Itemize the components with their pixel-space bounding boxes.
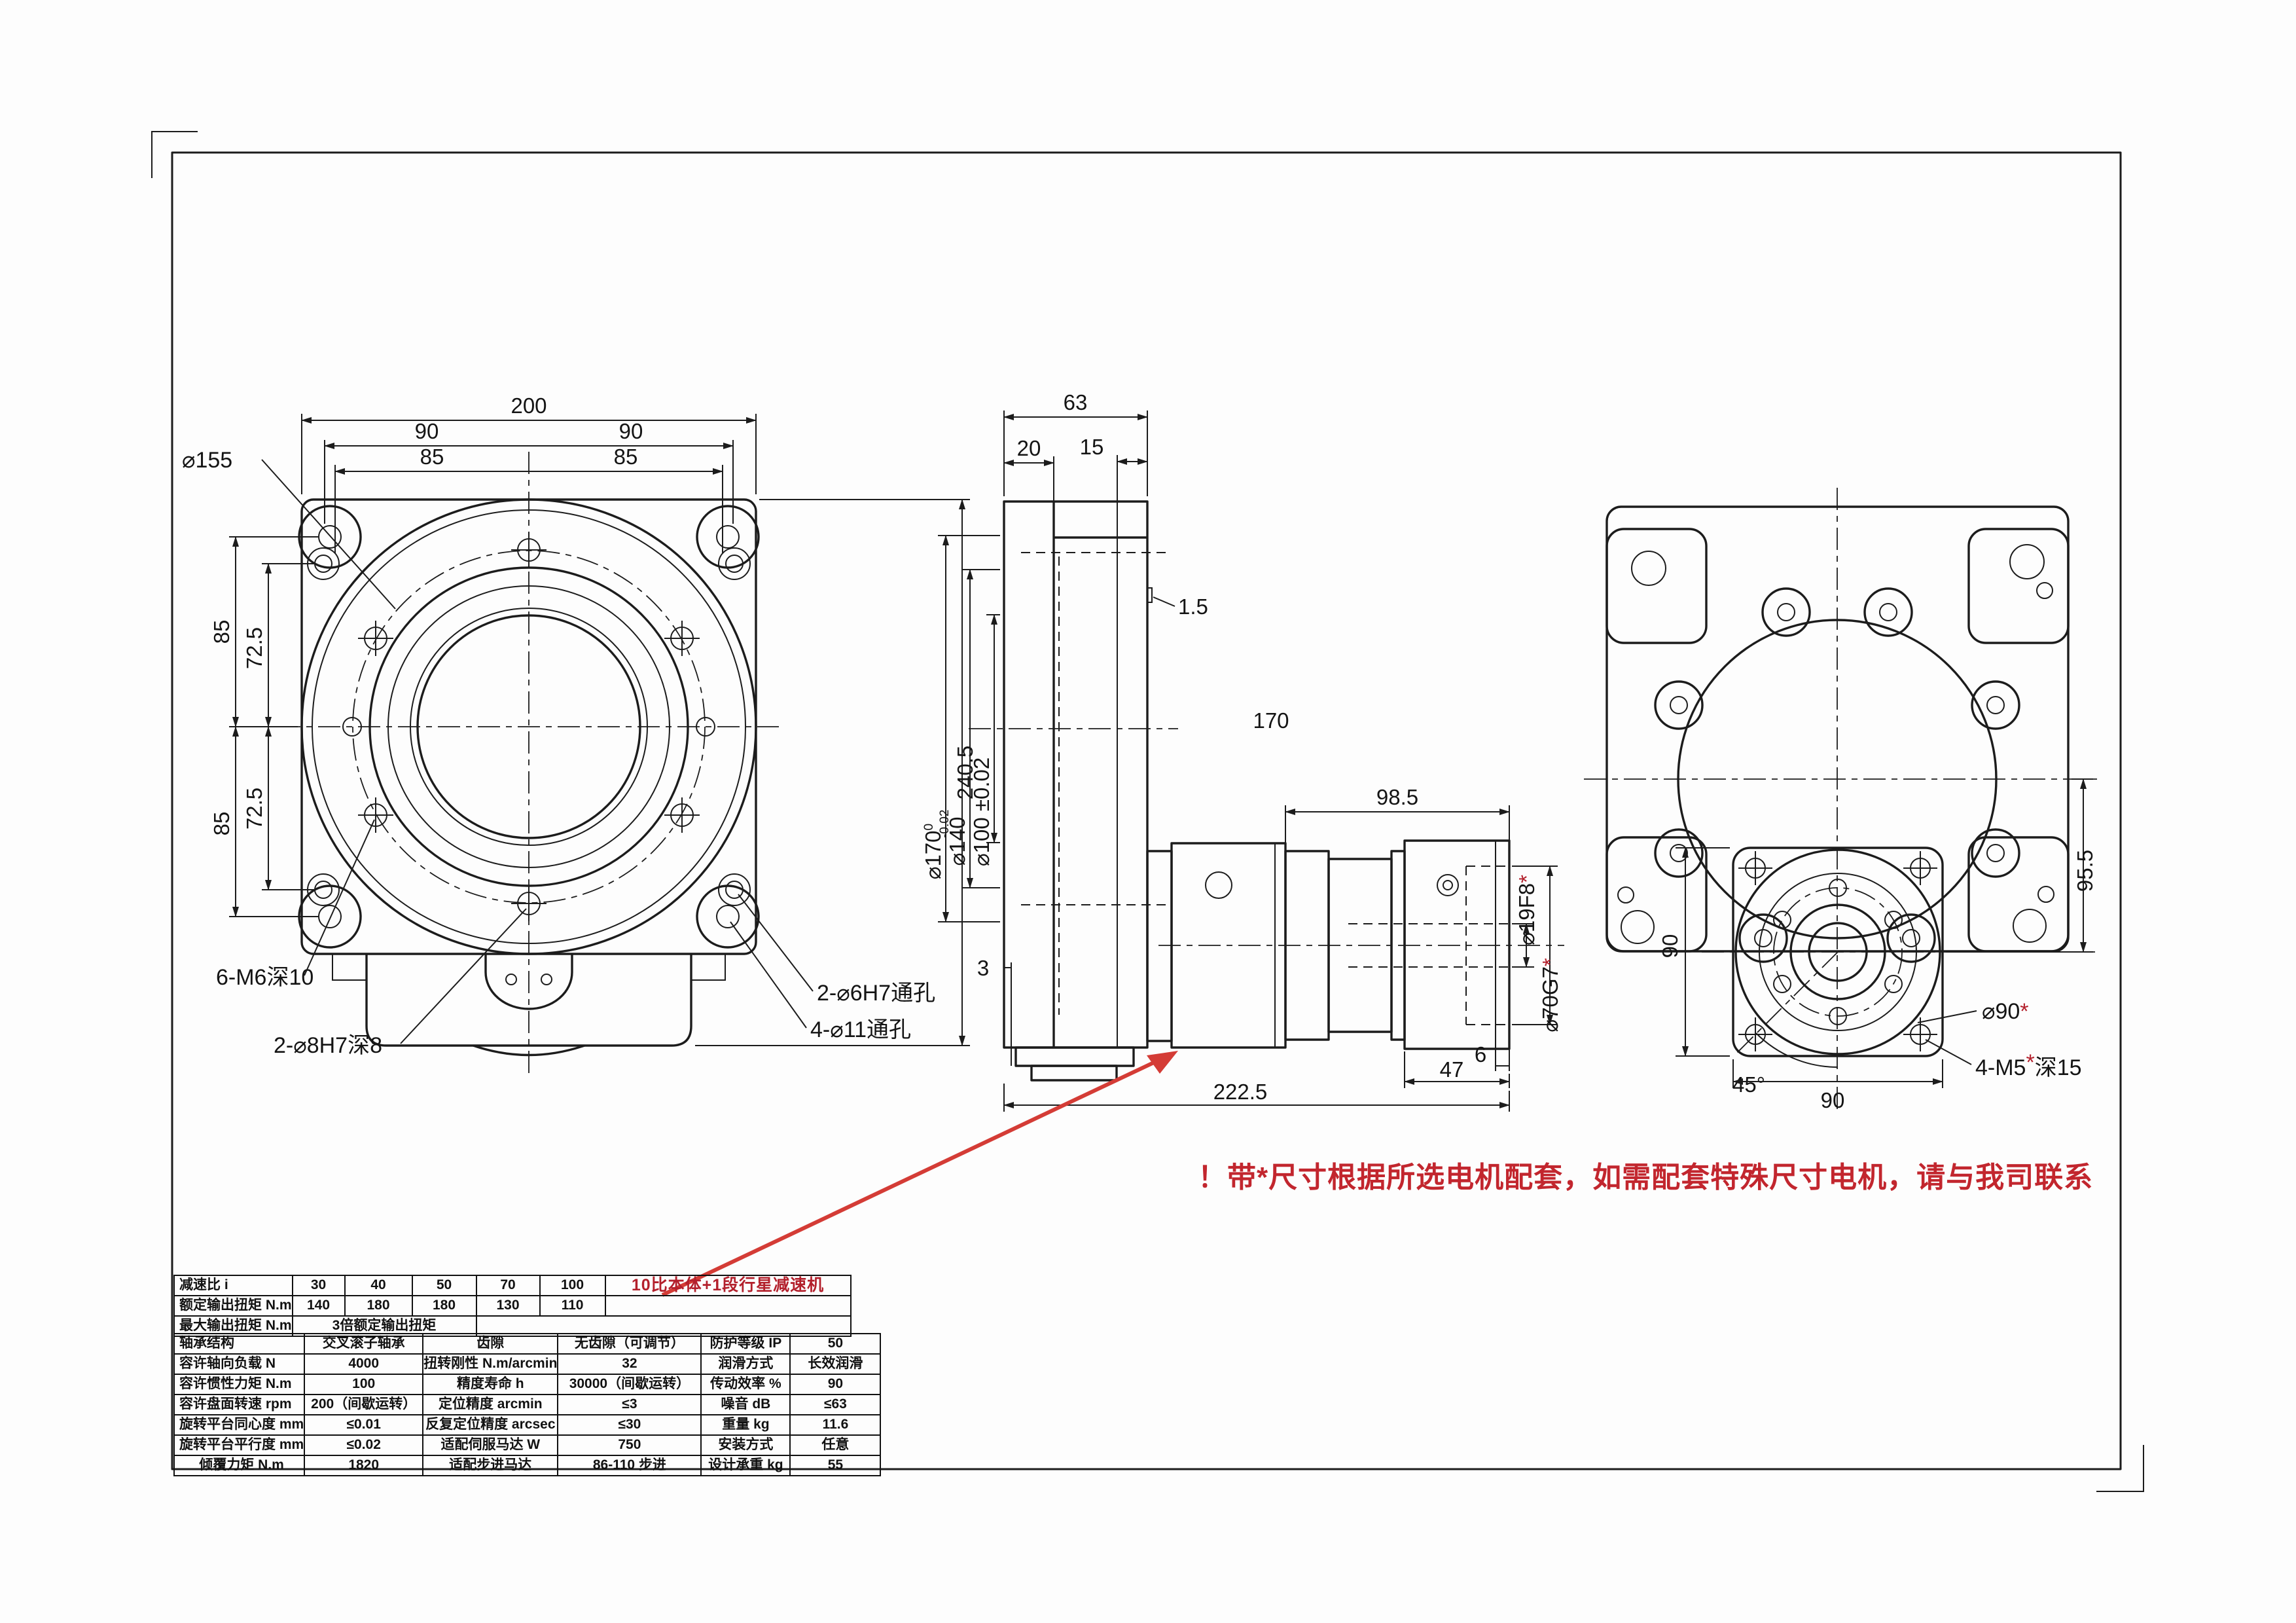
dim-45deg: 45° bbox=[1732, 1072, 1765, 1097]
dim-dia140: ⌀140 bbox=[945, 817, 969, 866]
front-dims: 200 90 90 85 85 85 72.5 72.5 85 bbox=[182, 393, 977, 1046]
dim-98.5: 98.5 bbox=[1376, 785, 1418, 809]
dim-dia100: ⌀100 ±0.02 bbox=[969, 757, 994, 866]
dim-90-bottom: 90 bbox=[1821, 1088, 1845, 1112]
dim-dia90: ⌀90* bbox=[1982, 999, 2029, 1024]
dim-3: 3 bbox=[977, 956, 989, 980]
corner-mark-top-left bbox=[151, 131, 198, 178]
red-pointer-arrow bbox=[661, 1053, 1170, 1297]
dim-1.5: 1.5 bbox=[1178, 594, 1208, 619]
dim-222.5: 222.5 bbox=[1213, 1080, 1268, 1104]
dim-95.5: 95.5 bbox=[2073, 850, 2097, 892]
front-callouts: 6-M6深10 2-⌀8H7深8 2-⌀6H7通孔 4-⌀11通孔 bbox=[216, 819, 935, 1058]
dim-20: 20 bbox=[1017, 436, 1041, 460]
dim-dia19f8: ⌀19F8* bbox=[1515, 875, 1539, 945]
pin-hole-right bbox=[696, 717, 715, 737]
dim-6: 6 bbox=[1475, 1042, 1486, 1067]
side-dims: 63 20 15 1.5 ⌀1700-0.02 ⌀140 ⌀100 ±0.02 bbox=[921, 390, 1562, 1112]
dim-47: 47 bbox=[1440, 1057, 1464, 1082]
dim-200: 200 bbox=[511, 393, 547, 418]
dim-85-top: 85 bbox=[209, 620, 234, 644]
side-view: 63 20 15 1.5 ⌀1700-0.02 ⌀140 ⌀100 ±0.02 bbox=[921, 390, 1564, 1112]
red-arrow-head bbox=[1147, 1051, 1178, 1074]
callout-4m5: 4-M5*深15 bbox=[1975, 1050, 2082, 1080]
callout-8h7: 2-⌀8H7深8 bbox=[274, 1033, 382, 1058]
rear-dims: 90 90 95.5 ⌀90* 4-M5*深15 bbox=[1658, 778, 2097, 1112]
reducer-assembly bbox=[1146, 839, 1564, 1050]
callout-m6: 6-M6深10 bbox=[216, 965, 314, 990]
red-note: ！带*尺寸根据所选电机配套，如需配套特殊尺寸电机，请与我司联系 bbox=[1198, 1161, 2094, 1194]
dim-90-left: 90 bbox=[415, 419, 439, 443]
dim-85-left: 85 bbox=[420, 445, 444, 469]
dim-90-right: 90 bbox=[619, 419, 643, 443]
corner-mark-bottom-right bbox=[2096, 1445, 2144, 1492]
dim-15: 15 bbox=[1080, 435, 1104, 459]
table-row: 额定输出扭矩 N.m 140 180 180 130 110 bbox=[173, 1295, 852, 1317]
dim-85-right: 85 bbox=[614, 445, 638, 469]
dim-dia170: ⌀1700-0.02 bbox=[921, 810, 952, 880]
ratio-note-red: 10比本体+1段行星减速机 bbox=[604, 1275, 852, 1296]
m6-holes bbox=[358, 532, 700, 921]
dim-72.5-bottom: 72.5 bbox=[242, 788, 266, 830]
dim-90-left: 90 bbox=[1658, 934, 1682, 958]
callout-6h7: 2-⌀6H7通孔 bbox=[817, 981, 935, 1006]
dim-72.5-top: 72.5 bbox=[242, 627, 266, 669]
pin-hole-left bbox=[342, 717, 362, 737]
dim-63: 63 bbox=[1064, 390, 1088, 414]
cell: 减速比 i bbox=[173, 1275, 293, 1296]
label-dia155: ⌀155 bbox=[182, 448, 232, 473]
platform-lugs bbox=[1654, 587, 2020, 963]
u-notch bbox=[484, 954, 573, 1010]
rear-view: 45° 90 90 95.5 ⌀90* 4-M5*深15 bbox=[1584, 488, 2098, 1113]
sheet-border bbox=[151, 131, 2144, 1492]
spec-table-top: 减速比 i 30 40 50 70 100 10比本体+1段行星减速机 额定输出… bbox=[173, 1275, 852, 1337]
flange-screws bbox=[1738, 851, 1937, 1051]
front-view: 200 90 90 85 85 85 72.5 72.5 85 bbox=[182, 393, 977, 1074]
dim-dia70g7: ⌀70G7* bbox=[1538, 958, 1562, 1032]
table-row: 减速比 i 30 40 50 70 100 10比本体+1段行星减速机 bbox=[173, 1275, 852, 1296]
callout-11: 4-⌀11通孔 bbox=[810, 1017, 911, 1042]
dim-170: 170 bbox=[1253, 708, 1289, 733]
dim-85-bottom: 85 bbox=[209, 812, 234, 836]
